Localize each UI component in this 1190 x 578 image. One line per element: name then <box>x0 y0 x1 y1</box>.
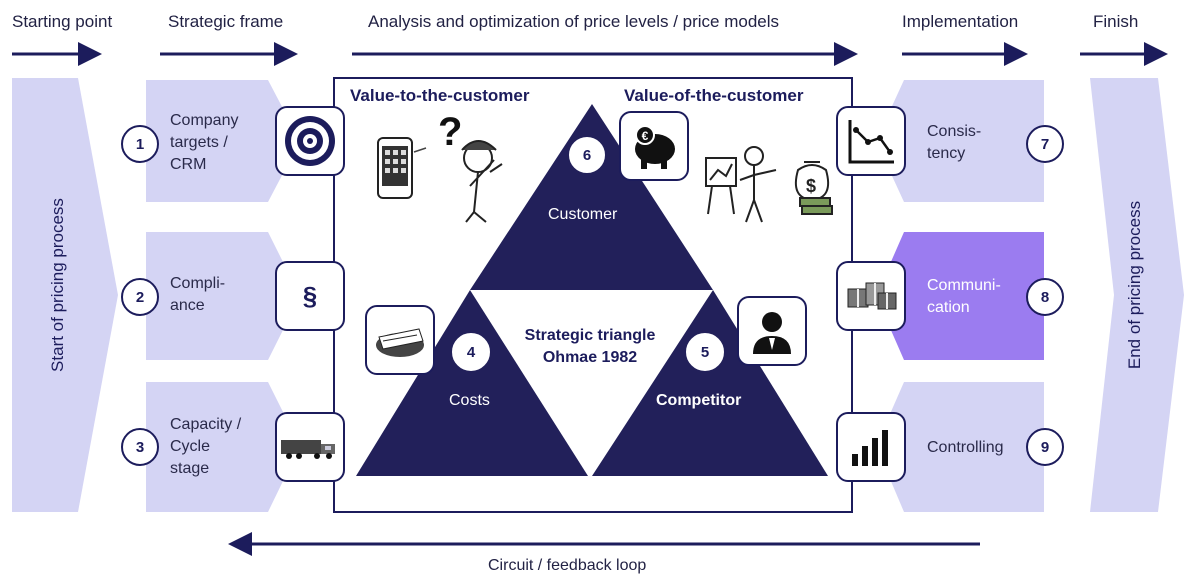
step-7-badge: 7 <box>1026 125 1064 163</box>
step-2-badge: 2 <box>121 278 159 316</box>
value-of-customer-title: Value-of-the-customer <box>624 86 804 105</box>
step-3-badge: 3 <box>121 428 159 466</box>
step-1-badge: 1 <box>121 125 159 163</box>
header-implementation: Implementation <box>902 12 1019 31</box>
bar-chart-icon <box>836 412 906 482</box>
right-item-7-shape <box>876 80 1044 202</box>
money-bag-icon <box>794 161 833 215</box>
piggy-bank-icon: € <box>619 111 689 181</box>
step-8-badge: 8 <box>1026 278 1064 316</box>
step-3-label: Capacity / Cycle stage <box>170 416 242 477</box>
start-chevron <box>12 78 118 512</box>
thinking-person-icon <box>461 140 503 223</box>
left-item-1-shape <box>146 80 300 202</box>
strategic-triangle-title: Strategic triangle Ohmae 1982 <box>524 327 656 366</box>
feedback-loop-label: Circuit / feedback loop <box>488 557 647 574</box>
step-4-badge: 4 <box>452 333 490 371</box>
competitor-label: Competitor <box>656 392 742 409</box>
dollar-sign-icon: $ <box>806 176 816 196</box>
step-9-badge: 9 <box>1026 428 1064 466</box>
target-icon <box>275 106 345 176</box>
right-item-9-shape <box>876 382 1044 512</box>
step-7-label: Consis- tency <box>927 123 982 162</box>
documents-icon <box>365 305 435 375</box>
gifts-icon <box>836 261 906 331</box>
step-8-label: Communi- cation <box>927 277 1001 316</box>
start-process-label: Start of pricing process <box>48 198 67 372</box>
end-process-label: End of pricing process <box>1125 200 1144 370</box>
header-starting-point: Starting point <box>12 12 113 31</box>
end-chevron <box>1090 78 1184 512</box>
step-1-label: Company targets / CRM <box>170 112 239 173</box>
header-analysis: Analysis and optimization of price level… <box>368 12 780 31</box>
customer-label: Customer <box>548 206 618 223</box>
presenter-sketch-icon <box>705 146 777 223</box>
line-chart-icon <box>836 106 906 176</box>
header-strategic-frame: Strategic frame <box>168 12 284 31</box>
step-6-badge: 6 <box>569 137 605 173</box>
step-5-badge: 5 <box>686 333 724 371</box>
left-item-2-shape <box>146 232 300 360</box>
truck-icon <box>275 412 345 482</box>
value-to-customer-title: Value-to-the-customer <box>350 86 530 105</box>
triangle-competitor <box>592 290 828 476</box>
triangle-customer <box>470 104 713 290</box>
question-mark-icon: ? <box>438 110 463 154</box>
step-2-label: Compli- ance <box>170 275 226 314</box>
header-finish: Finish <box>1093 12 1139 31</box>
svg-text:€: € <box>642 129 649 143</box>
right-item-8-shape <box>876 232 1044 360</box>
triangle-costs <box>356 290 588 476</box>
phone-sketch-icon <box>377 137 427 199</box>
costs-label: Costs <box>449 392 490 409</box>
paragraph-glyph: § <box>302 280 318 311</box>
paragraph-icon: § <box>275 261 345 331</box>
person-icon <box>737 296 807 366</box>
left-item-3-shape <box>146 382 300 512</box>
step-9-label: Controlling <box>927 439 1004 456</box>
